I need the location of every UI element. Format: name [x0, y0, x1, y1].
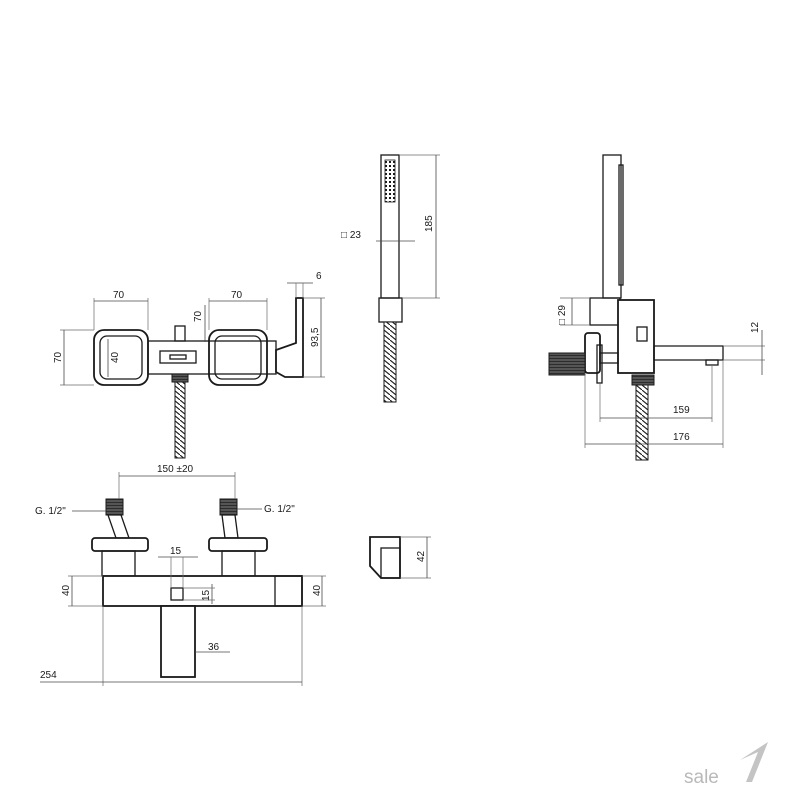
- dim-shower-width: □ 23: [341, 230, 361, 241]
- side-hose-nut: [631, 374, 655, 386]
- top-body-end: [274, 575, 303, 607]
- top-inlet-right-connector: [221, 514, 239, 539]
- dim-top-body-height-right: 40: [312, 584, 323, 596]
- top-neck-left: [101, 550, 136, 577]
- shower-handle-end: [378, 297, 403, 323]
- hand-shower-view: 185 □ 23: [341, 154, 440, 403]
- side-holder: [589, 297, 621, 326]
- dim-front-height: 70: [53, 351, 64, 363]
- side-body: [617, 299, 655, 374]
- front-right-plate: [208, 329, 268, 386]
- brand-logo-mark: [740, 742, 768, 782]
- top-flange-left: [91, 537, 149, 552]
- dim-top-inlet-left: G. 1/2": [35, 506, 66, 517]
- dim-holder-height: 42: [416, 550, 427, 562]
- top-inlet-right-hatch: [219, 498, 238, 516]
- holder-body: [369, 536, 401, 579]
- top-inlet-left-hatch: [105, 498, 124, 516]
- dim-top-body-height-left: 40: [61, 584, 72, 596]
- brand-logo: sale: [684, 742, 768, 788]
- dim-side-spout-top: 12: [750, 321, 761, 333]
- front-right-plate-inner: [214, 335, 262, 380]
- side-shower-face: [618, 164, 624, 286]
- dim-side-total-reach: 176: [673, 432, 690, 443]
- shower-nozzles: [384, 159, 396, 203]
- top-spout: [160, 605, 196, 678]
- side-body-window: [636, 326, 648, 342]
- front-view: 70 70 70 40 70 93,5 6: [53, 271, 325, 459]
- front-left-plate-inner: [99, 335, 143, 380]
- dim-top-slot-width: 15: [170, 546, 182, 557]
- side-spout-tip: [705, 359, 719, 366]
- side-spout: [653, 345, 724, 361]
- side-view: □ 29 12 159 176: [548, 154, 765, 461]
- holder-view: 42: [369, 536, 431, 579]
- top-inlet-left-connector: [107, 514, 130, 539]
- front-lever: [275, 297, 304, 378]
- dim-top-inlet-right: G. 1/2": [264, 504, 295, 515]
- top-view: 150 ±20 G. 1/2" G. 1/2" 15 15 40 40 36 2…: [35, 464, 326, 686]
- dim-side-holder: □ 29: [557, 305, 568, 325]
- top-body: [102, 575, 303, 607]
- dim-front-inner: 40: [110, 351, 121, 363]
- front-hose: [174, 381, 186, 459]
- dim-front-top-gap: 6: [316, 271, 322, 282]
- holder-clip: [380, 547, 401, 579]
- brand-logo-text: sale: [684, 767, 719, 788]
- shower-hose: [383, 321, 397, 403]
- dim-top-centers: 150 ±20: [157, 464, 194, 475]
- dim-top-slot-depth: 15: [201, 589, 212, 601]
- top-slot: [170, 587, 184, 601]
- front-spout-aerator: [169, 354, 187, 360]
- side-flange: [584, 332, 601, 374]
- dim-front-depth: 93,5: [310, 327, 321, 347]
- side-hose: [635, 384, 649, 461]
- front-hose-nut: [171, 373, 189, 383]
- side-shower-head: [602, 154, 622, 299]
- dim-front-left-width: 70: [113, 290, 125, 301]
- dim-front-right-width: 70: [231, 290, 243, 301]
- dim-shower-length: 185: [424, 215, 435, 232]
- dim-front-center-height: 70: [193, 310, 204, 322]
- dim-top-spout-width: 36: [208, 642, 220, 653]
- side-inlet: [548, 352, 586, 376]
- side-nut: [599, 352, 619, 364]
- dim-top-total-width: 254: [40, 670, 57, 681]
- front-spout-outlet: [159, 350, 197, 364]
- front-diverter-knob: [174, 325, 186, 342]
- side-flange-plate: [596, 344, 603, 384]
- top-flange-right: [208, 537, 268, 552]
- top-neck-right: [221, 550, 256, 577]
- dim-side-spout-reach: 159: [673, 405, 690, 416]
